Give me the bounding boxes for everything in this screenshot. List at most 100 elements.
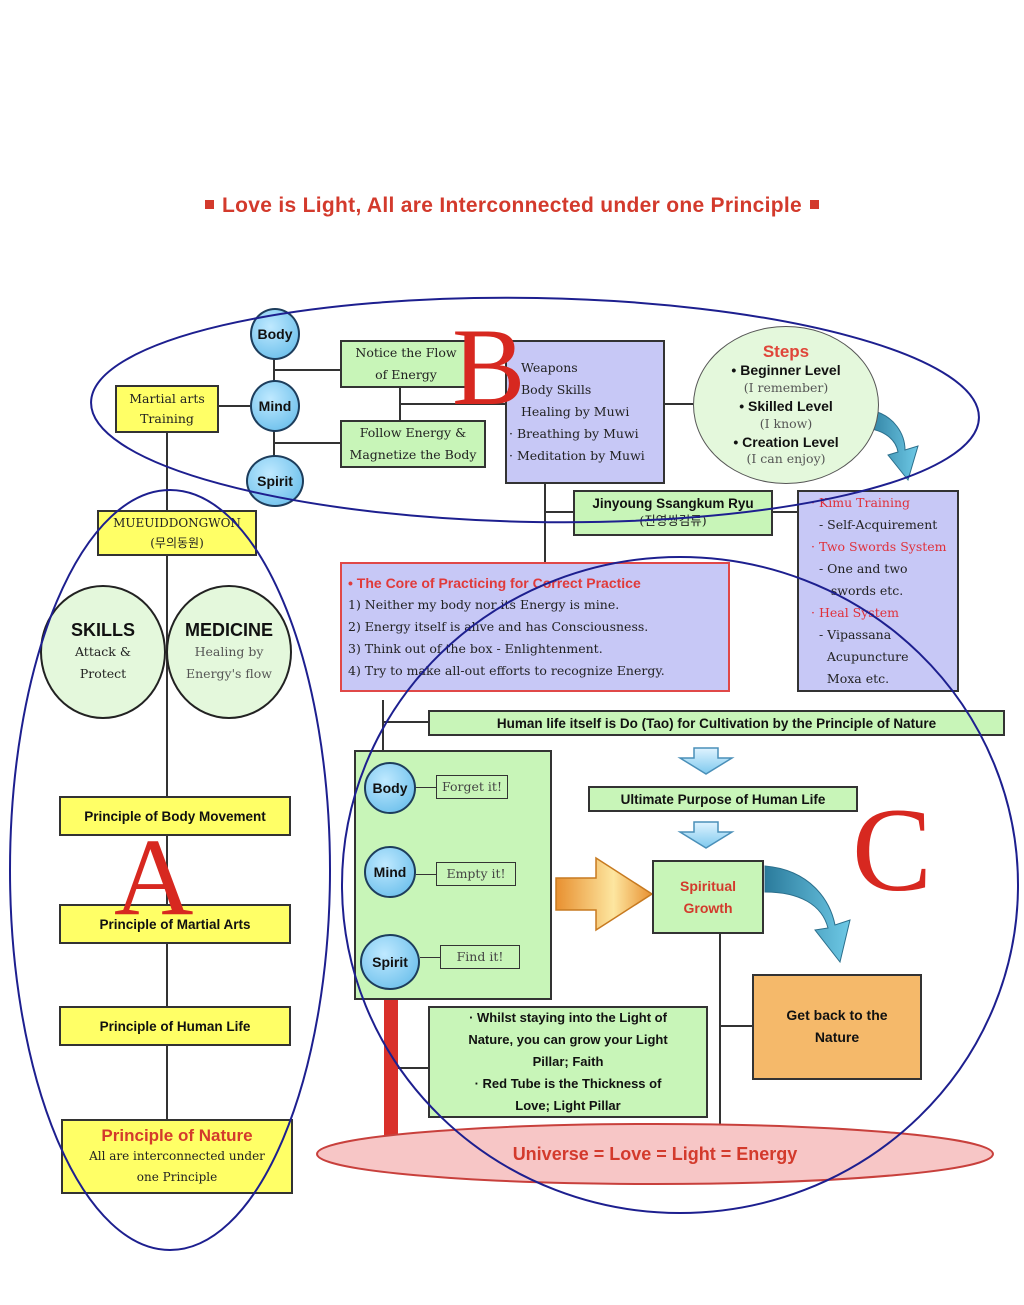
body-circle: Body — [250, 308, 300, 360]
universe-equation: Universe = Love = Light = Energy — [317, 1144, 993, 1165]
box-line: Nature — [814, 1029, 860, 1045]
note-line: · Red Tube is the Thickness of — [474, 1076, 662, 1091]
systems-box: · Kimu Training - Self-Acquirement · Two… — [797, 490, 959, 692]
core-item: 1) Neither my body nor its Energy is min… — [348, 597, 620, 612]
light-notes-box: · Whilst staying into the Light of Natur… — [428, 1006, 708, 1118]
connector — [416, 874, 436, 875]
mind-circle: Mind — [364, 846, 416, 898]
mueuiddongwon-box: MUEUIDDONGWON (무의동원) — [97, 510, 257, 556]
system-item: - One and two — [811, 561, 908, 576]
box-line: Training — [140, 411, 194, 426]
curved-arrow-icon — [764, 865, 851, 964]
steps-heading: Steps — [762, 342, 810, 361]
note-line: · Whilst staying into the Light of — [469, 1010, 667, 1025]
box-line: Spiritual — [679, 878, 736, 894]
body-circle: Body — [364, 762, 416, 814]
circle-label: Mind — [373, 864, 407, 880]
principle-box: Principle of Human Life — [59, 1006, 291, 1046]
system-item: · Two Swords System — [811, 539, 947, 554]
action-box: Find it! — [440, 945, 520, 969]
action-box: Empty it! — [436, 862, 516, 886]
system-item: Acupuncture — [811, 649, 909, 664]
mind-circle: Mind — [250, 380, 300, 432]
skills-sub: Attack & — [75, 643, 131, 659]
red-light-pillar — [384, 998, 398, 1138]
ultimate-purpose-box: Ultimate Purpose of Human Life — [588, 786, 858, 812]
box-line: MUEUIDDONGWON — [113, 516, 241, 530]
square-bullet-icon — [809, 200, 819, 210]
system-item: - Vipassana — [811, 627, 892, 642]
practice-item: Healing by Muwi — [521, 404, 630, 419]
principle-nature-sub: one Principle — [136, 1169, 218, 1184]
circle-label: Mind — [258, 398, 292, 414]
right-arrow-icon — [555, 856, 654, 932]
connector — [420, 957, 440, 958]
skills-title: SKILLS — [70, 619, 135, 640]
circle-label: Body — [257, 326, 293, 342]
principle-label: Principle of Human Life — [99, 1018, 251, 1034]
box-line: Notice the Flow — [355, 345, 457, 360]
section-label-a: A — [114, 822, 193, 932]
box-line: Get back to the — [786, 1007, 888, 1023]
core-practice-box: • The Core of Practicing for Correct Pra… — [340, 562, 730, 692]
practice-item: · Breathing by Muwi — [509, 426, 639, 441]
label-text: B — [452, 306, 526, 428]
box-line: Martial arts — [129, 391, 205, 406]
connector — [416, 787, 436, 788]
principle-nature-sub: All are interconnected under — [89, 1148, 265, 1163]
medicine-sub: Healing by — [194, 643, 264, 659]
action-text: Forget it! — [442, 779, 502, 794]
spirit-circle: Spirit — [246, 455, 304, 507]
practice-item: · Meditation by Muwi — [509, 448, 645, 463]
action-text: Empty it! — [446, 866, 506, 881]
diagram-title: Love is Light, All are Interconnected un… — [0, 194, 1024, 218]
action-text: Find it! — [456, 949, 504, 964]
medicine-title: MEDICINE — [184, 619, 273, 640]
step-note: (I can enjoy) — [746, 451, 826, 466]
spirit-circle: Spirit — [360, 934, 420, 990]
core-item: 3) Think out of the box - Enlightenment. — [348, 641, 603, 656]
title-text: Love is Light, All are Interconnected un… — [222, 194, 802, 217]
down-arrow-icon — [677, 747, 735, 775]
system-item: swords etc. — [811, 583, 904, 598]
action-box: Forget it! — [436, 775, 508, 799]
box-line: (진영쌍검류) — [639, 512, 707, 528]
core-item: 4) Try to make all-out efforts to recogn… — [348, 663, 665, 678]
practice-item: Body Skills — [521, 382, 592, 397]
note-line: Nature, you can grow your Light — [468, 1032, 668, 1047]
label-text: C — [852, 783, 933, 916]
universe-text: Universe = Love = Light = Energy — [512, 1144, 798, 1164]
circle-label: Spirit — [372, 954, 408, 970]
martial-arts-training-box: Martial arts Training — [115, 385, 219, 433]
steps-circle: Steps • Beginner Level (I remember) • Sk… — [693, 326, 879, 484]
principle-nature-box: Principle of Nature All are interconnect… — [61, 1119, 293, 1194]
section-label-c: C — [852, 790, 932, 910]
ultimate-purpose-text: Ultimate Purpose of Human Life — [620, 791, 826, 807]
skills-sub: Protect — [79, 665, 127, 681]
step-level: • Skilled Level — [739, 398, 833, 414]
system-item: Moxa etc. — [811, 671, 890, 686]
box-line: of Energy — [375, 367, 437, 382]
box-line: Follow Energy & — [359, 425, 467, 440]
box-line: Magnetize the Body — [349, 447, 477, 462]
spiritual-growth-box: Spiritual Growth — [652, 860, 764, 934]
system-item: - Self-Acquirement — [811, 517, 938, 532]
practice-item: Weapons — [521, 360, 578, 375]
section-label-b: B — [452, 312, 525, 422]
box-line: (무의동원) — [150, 536, 204, 550]
principle-nature-title: Principle of Nature — [101, 1125, 253, 1145]
step-level: • Creation Level — [733, 434, 839, 450]
get-back-nature-box: Get back to the Nature — [752, 974, 922, 1080]
system-item: · Kimu Training — [811, 495, 911, 510]
box-line: Jinyoung Ssangkum Ryu — [592, 495, 754, 511]
medicine-sub: Energy's flow — [186, 665, 272, 681]
label-text: A — [114, 816, 194, 938]
jinyoung-box: Jinyoung Ssangkum Ryu (진영쌍검류) — [573, 490, 773, 536]
circle-label: Spirit — [257, 473, 293, 489]
note-line: Pillar; Faith — [532, 1054, 604, 1069]
step-note: (I know) — [759, 416, 813, 431]
human-life-text: Human life itself is Do (Tao) for Cultiv… — [496, 715, 937, 731]
square-bullet-icon — [205, 200, 215, 210]
step-note: (I remember) — [743, 380, 829, 395]
practice-list-box: Weapons Body Skills Healing by Muwi · Br… — [505, 340, 665, 484]
